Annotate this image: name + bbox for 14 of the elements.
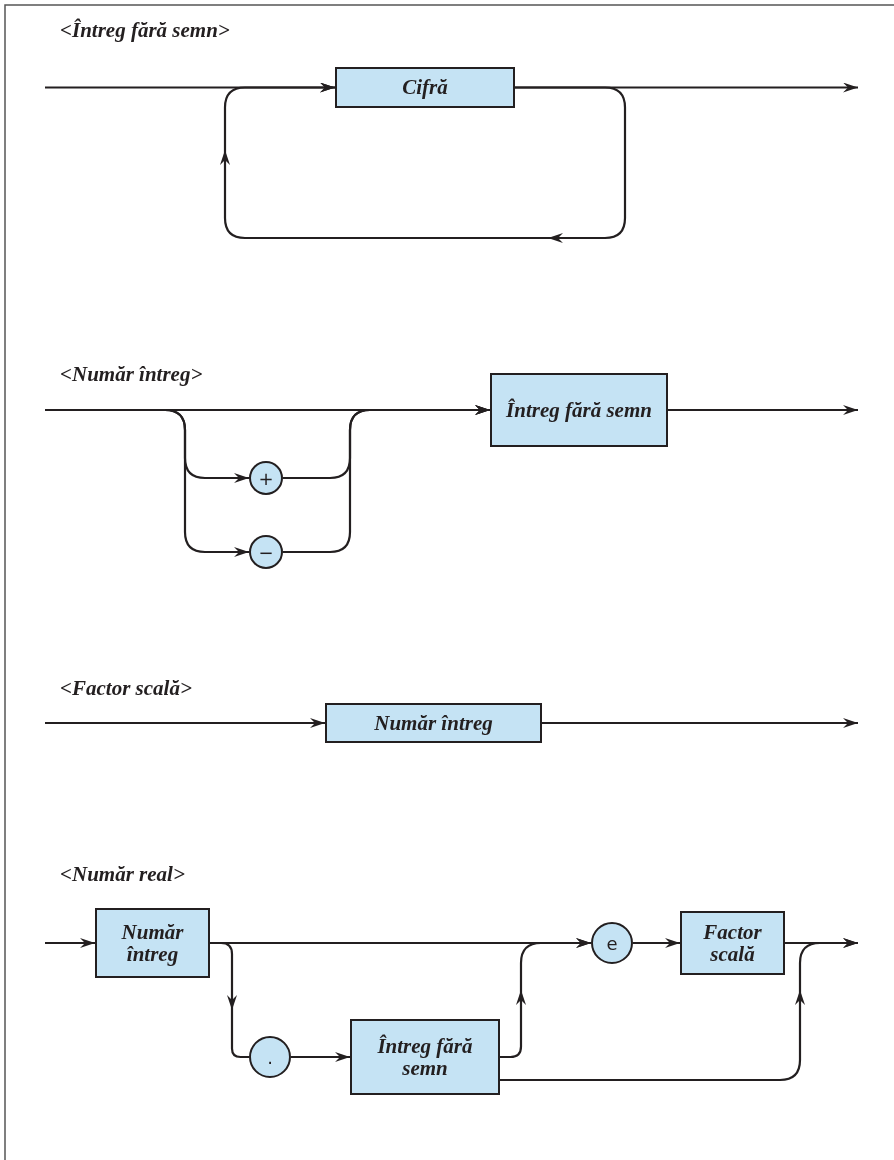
terminal-symbol-circle: + bbox=[249, 461, 283, 495]
nonterminal-box: Număr întreg bbox=[95, 908, 210, 978]
diagram-heading: <Număr întreg> bbox=[60, 362, 203, 387]
nonterminal-box: Factor scală bbox=[680, 911, 785, 975]
nonterminal-box: Întreg fără semn bbox=[350, 1019, 500, 1095]
terminal-symbol-circle: e bbox=[591, 922, 633, 964]
diagram-heading: <Număr real> bbox=[60, 862, 185, 887]
nonterminal-box: Cifră bbox=[335, 67, 515, 108]
nonterminal-box: Număr întreg bbox=[325, 703, 542, 743]
diagram-heading: <Factor scală> bbox=[60, 676, 192, 701]
diagram-heading: <Întreg fără semn> bbox=[60, 18, 230, 43]
nonterminal-box: Întreg fără semn bbox=[490, 373, 668, 447]
terminal-symbol-circle: − bbox=[249, 535, 283, 569]
terminal-symbol-circle: . bbox=[249, 1036, 291, 1078]
